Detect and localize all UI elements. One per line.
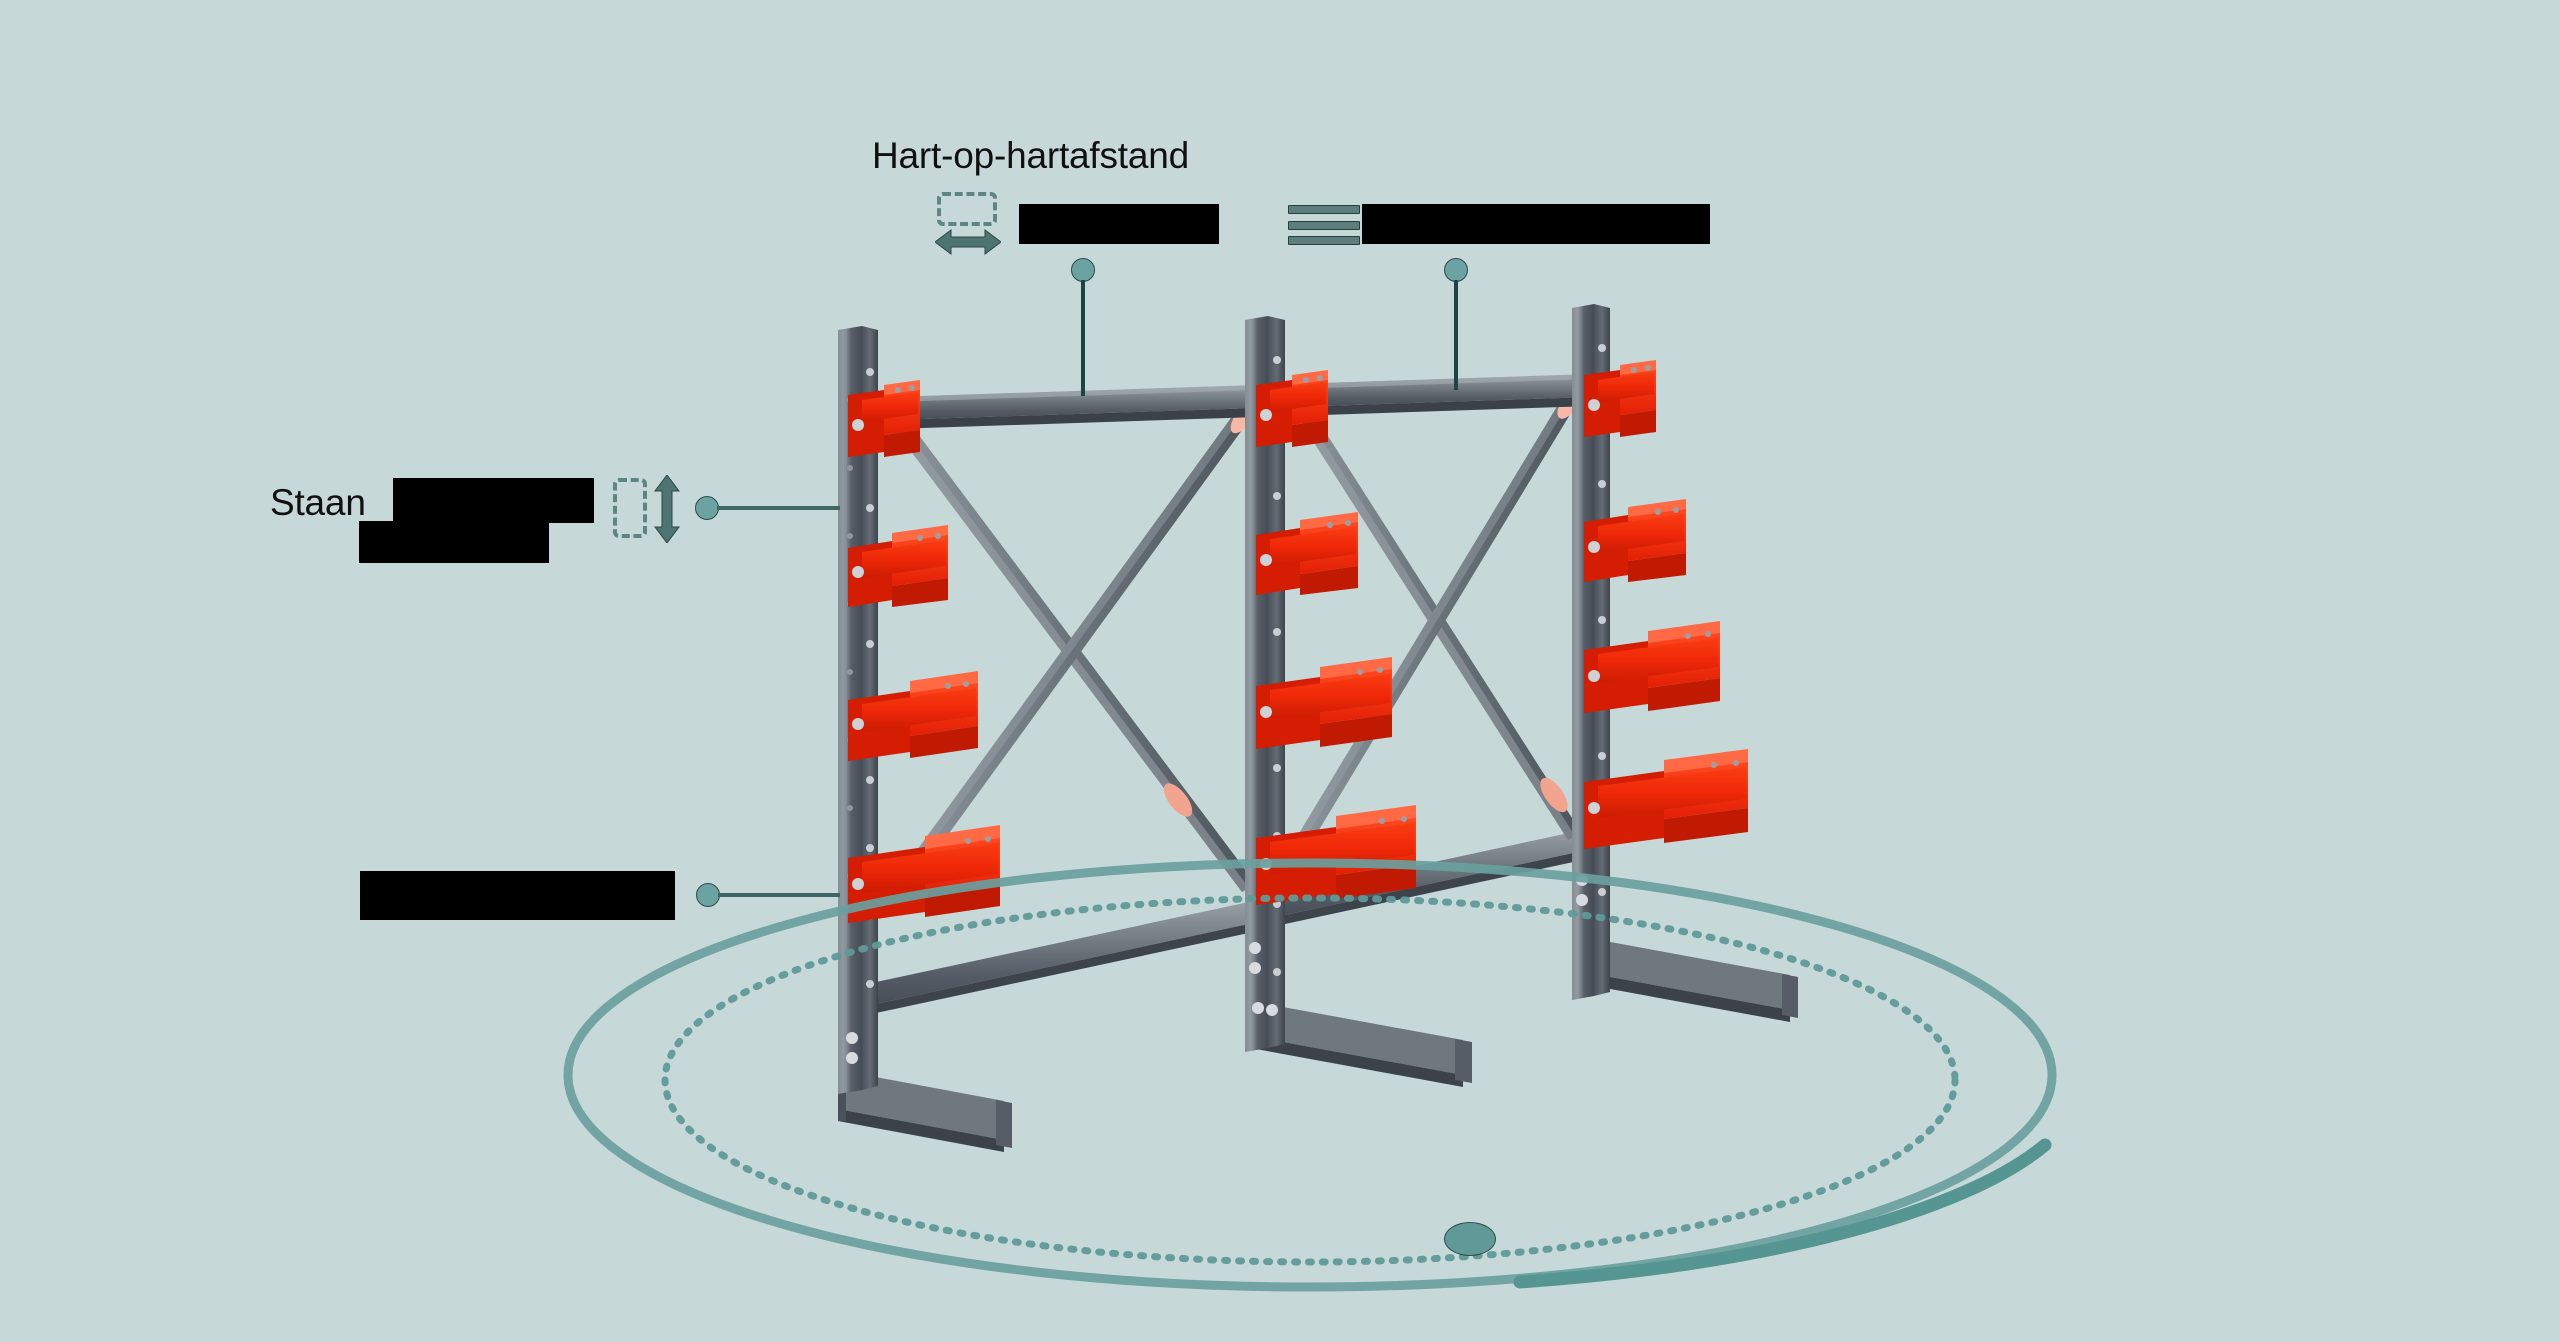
arm-left-1[interactable]: [848, 380, 920, 457]
annotation-upright-anchor-dot[interactable]: [695, 496, 719, 520]
annotation-center-distance-leader: [1081, 280, 1085, 396]
arm-right-2[interactable]: [1584, 499, 1686, 582]
width-dimension-icon: [935, 192, 1001, 255]
annotation-upright-value2-redacted[interactable]: [359, 521, 549, 563]
cross-brace-bay-right: [1290, 381, 1587, 853]
levels-stack-icon: [1288, 205, 1360, 245]
annotation-arm-value-redacted[interactable]: [360, 871, 675, 920]
annotation-upright-leader: [717, 506, 840, 510]
annotation-levels-value-redacted[interactable]: [1362, 204, 1710, 244]
orbit-drag-handle[interactable]: [1444, 1222, 1496, 1256]
cross-brace-bay-left: [886, 396, 1262, 898]
height-dimension-icon: [613, 475, 683, 543]
arm-middle-3[interactable]: [1256, 657, 1392, 749]
annotation-center-distance-anchor-dot[interactable]: [1071, 258, 1095, 282]
annotation-upright-label: Staan: [270, 482, 366, 523]
arm-left-3[interactable]: [848, 671, 978, 761]
arm-right-1[interactable]: [1584, 360, 1656, 437]
annotation-center-distance-value-redacted[interactable]: [1019, 204, 1219, 244]
arm-middle-1[interactable]: [1256, 370, 1328, 447]
arm-right-4[interactable]: [1584, 749, 1748, 849]
arm-left-2[interactable]: [848, 525, 948, 607]
base-foot-right: [1572, 933, 1798, 1022]
arm-middle-2[interactable]: [1256, 512, 1358, 595]
annotation-center-distance[interactable]: Hart-op-hartafstand: [868, 135, 1189, 177]
orbit-ring-inner: [661, 894, 1959, 1266]
arm-left-4[interactable]: [848, 825, 1000, 923]
top-tie-beam-left: [862, 385, 1258, 430]
joint-bolts: [846, 874, 1588, 1064]
annotation-levels-anchor-dot[interactable]: [1444, 258, 1468, 282]
top-tie-beam-right: [1262, 374, 1592, 417]
annotation-upright-value-redacted[interactable]: [393, 478, 594, 523]
annotation-center-distance-title: Hart-op-hartafstand: [872, 135, 1190, 176]
arm-right-3[interactable]: [1584, 621, 1720, 713]
orbit-ring-outer: [563, 858, 2057, 1292]
annotation-arm-leader: [718, 893, 840, 897]
orbit-ring-highlight: [1513, 1138, 2052, 1289]
annotation-arm-anchor-dot[interactable]: [696, 883, 720, 907]
annotation-levels-leader: [1454, 280, 1458, 390]
lower-tie-beam-left: [862, 900, 1258, 1016]
